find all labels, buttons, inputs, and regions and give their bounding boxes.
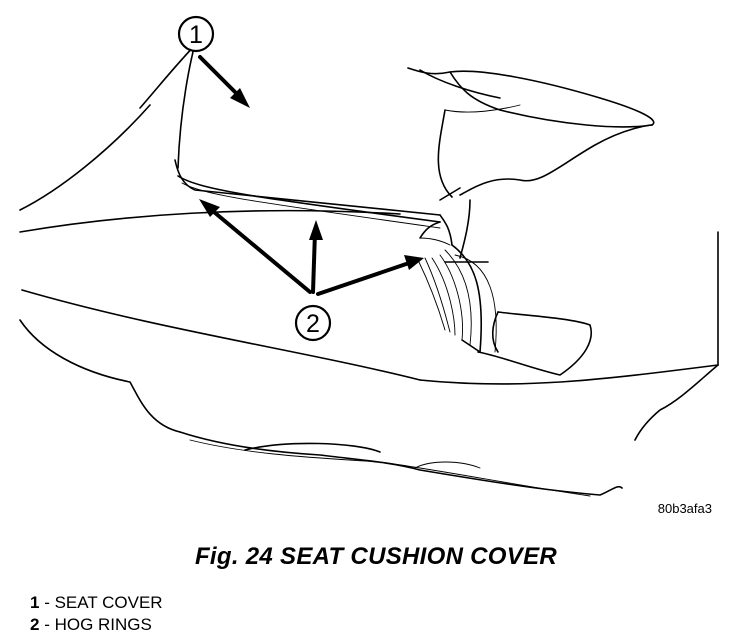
seat-cushion-outline — [19, 209, 497, 353]
legend-item-label: HOG RINGS — [54, 615, 152, 634]
figure-code: 80b3afa3 — [658, 501, 712, 516]
legend-item-separator: - — [39, 615, 55, 634]
callout-legend: 1 - SEAT COVER 2 - HOG RINGS — [30, 592, 163, 636]
seat-bolster-outline — [407, 67, 655, 259]
legend-item-separator: - — [39, 593, 55, 612]
callout-2-number: 2 — [306, 310, 320, 338]
legend-item: 2 - HOG RINGS — [30, 614, 163, 636]
callout-1-number: 1 — [189, 21, 203, 49]
callout-1: 1 — [177, 15, 215, 53]
figure-caption: Fig. 24 SEAT CUSHION COVER — [194, 543, 558, 570]
seat-cushion-cover-illustration: 1 2 80b3afa3 — [19, 15, 719, 516]
seat-frame-outline — [19, 39, 719, 497]
legend-item: 1 - SEAT COVER — [30, 592, 163, 614]
seat-back-outline — [174, 32, 461, 246]
hog-ring-leader-arrows — [199, 199, 424, 296]
seat-cover-leader-arrow — [198, 55, 250, 108]
callout-2: 2 — [294, 304, 332, 342]
seat-recess-outline — [477, 311, 592, 376]
legend-item-number: 2 — [30, 615, 40, 634]
legend-item-number: 1 — [30, 593, 40, 612]
legend-item-label: SEAT COVER — [54, 593, 163, 612]
